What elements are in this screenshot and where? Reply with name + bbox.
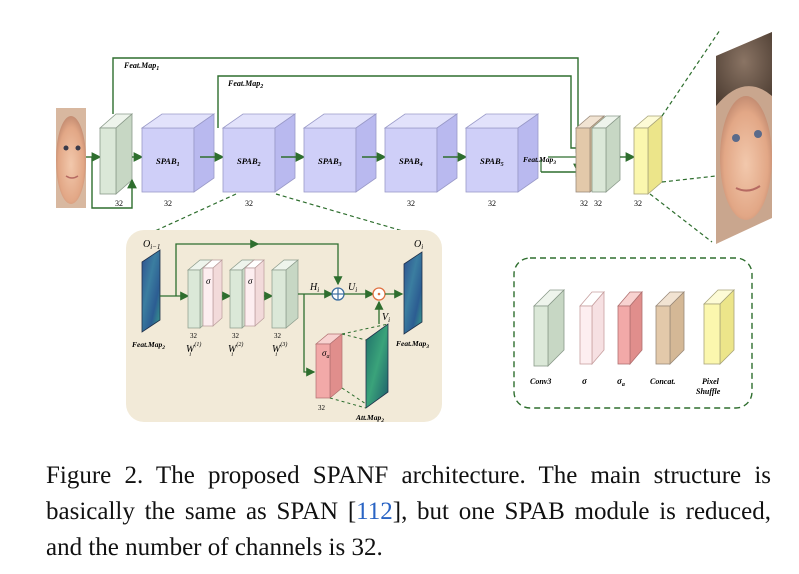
- legend-sigma-swatch: [579, 290, 605, 366]
- sigma-a-label: σa: [322, 348, 329, 360]
- u-label: Ui: [348, 282, 357, 294]
- detail-feat-map-in-label: Feat.Map2: [132, 340, 165, 351]
- feat-map1-label: Feat.Map1: [123, 61, 159, 72]
- concat-b-channels: 32: [594, 199, 602, 208]
- attention-map: [365, 323, 389, 409]
- pixel-shuffle-block: [632, 115, 664, 195]
- detail-feature-map-out: [403, 251, 423, 335]
- figure-caption: Figure 2. The proposed SPANF architectur…: [46, 462, 771, 561]
- spab-3-label: SPAB3: [318, 156, 342, 168]
- sigma-a-channels: 32: [318, 404, 326, 412]
- concat-block-b: [590, 115, 622, 193]
- feat-map2-label: Feat.Map2: [227, 79, 263, 90]
- detail-conv3-channels: 32: [274, 332, 282, 340]
- detail-sigma1: [202, 259, 223, 327]
- spab-2-label: SPAB2: [237, 156, 261, 168]
- spab-4-channels: 32: [407, 199, 415, 208]
- att-map-label: Att.Map2: [355, 413, 384, 424]
- spab-1-label: SPAB1: [156, 156, 180, 168]
- spab-block-3: SPAB3: [302, 113, 378, 193]
- detail-sigma2: [244, 259, 265, 327]
- legend-conv3-swatch: [533, 289, 565, 367]
- legend-pixel-label: Pixel: [702, 377, 720, 386]
- output-image: [716, 32, 772, 244]
- detail-sigma1-label: σ: [206, 276, 211, 286]
- legend-concat-label: Concat.: [650, 377, 676, 386]
- w3-label: W(3)i: [272, 341, 287, 358]
- v-label: Vi: [382, 312, 390, 324]
- spab-4-label: SPAB4: [399, 156, 423, 168]
- citation-link[interactable]: 112: [356, 498, 393, 525]
- concat-a-channels: 32: [580, 199, 588, 208]
- multiply-node: [372, 287, 386, 301]
- add-node: [331, 287, 345, 301]
- detail-feature-map-in: [141, 249, 161, 333]
- spab-1-channels: 32: [164, 199, 172, 208]
- legend-concat-swatch: [655, 291, 685, 365]
- spab-5-channels: 32: [488, 199, 496, 208]
- spab-block-2: SPAB2 32: [221, 113, 297, 208]
- shuffle-channels: 32: [634, 199, 642, 208]
- spab-block-5: SPAB5 32: [464, 113, 540, 208]
- legend-sigma-a-label: σa: [617, 376, 625, 388]
- legend-shuffle-label: Shuffle: [696, 387, 721, 396]
- legend-conv3-label: Conv3: [530, 377, 551, 386]
- spab-block-1: SPAB1 32: [140, 113, 216, 208]
- detail-conv2-channels: 32: [232, 332, 240, 340]
- w2-label: W(2)i: [228, 341, 243, 358]
- h-label: Hi: [309, 282, 319, 294]
- conv-in: [98, 113, 134, 195]
- detail-sigma2-label: σ: [248, 276, 253, 286]
- legend-sigma-a-swatch: [617, 290, 643, 366]
- o-out-label: Oi: [414, 239, 423, 251]
- spab-block-4: SPAB4 32: [383, 113, 459, 208]
- detail-feat-map-out-label: Feat.Map3: [396, 339, 429, 350]
- w1-label: W(1)i: [186, 341, 201, 358]
- detail-sigma-a: [315, 333, 343, 399]
- detail-conv3: [271, 259, 299, 329]
- spab-5-label: SPAB5: [480, 156, 504, 168]
- architecture-diagram: 32 Feat.Map1 Feat.Map2 SPAB132SPAB232SPA…: [56, 29, 772, 424]
- conv-in-channels: 32: [115, 199, 123, 208]
- legend-sigma-label: σ: [582, 376, 588, 386]
- feat-map3-label: Feat.Map3: [523, 155, 556, 166]
- o-prev-label: Oi−1: [143, 239, 160, 251]
- detail-conv1-channels: 32: [190, 332, 198, 340]
- spab-2-channels: 32: [245, 199, 253, 208]
- spab-blocks: SPAB1 32 SPAB2 32 SPAB3 SPAB4 32 SPAB5 32: [140, 113, 540, 208]
- legend-pixel-shuffle-swatch: [703, 289, 735, 365]
- input-image: [56, 108, 86, 208]
